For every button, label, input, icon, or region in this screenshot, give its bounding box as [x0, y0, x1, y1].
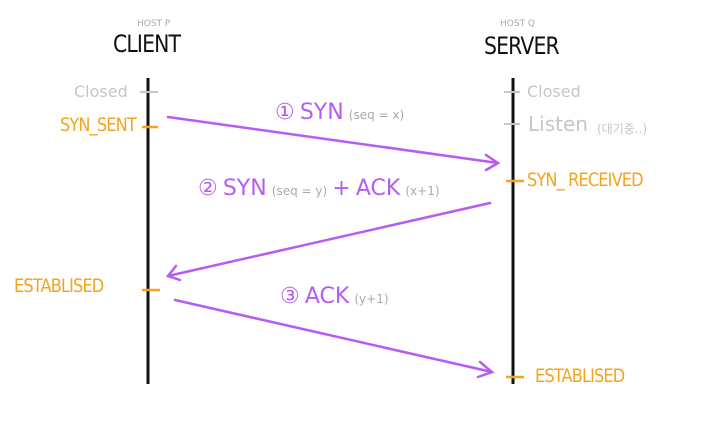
message-1-param: (seq = x) [348, 108, 405, 122]
step-2-icon: ② [198, 176, 218, 201]
server-state-established: ESTABLISED [535, 365, 625, 387]
syn-ack-arrowhead [165, 264, 182, 282]
syn-arrowhead [484, 153, 501, 172]
server-state-closed: Closed [527, 82, 581, 101]
message-2-param: (seq = y) [271, 184, 328, 198]
message-1-label: ① SYN (seq = x) [275, 100, 404, 125]
message-1-type: SYN [299, 100, 344, 125]
message-3-label: ③ ACK (y+1) [280, 284, 389, 309]
client-state-syn-sent: SYN_SENT [60, 114, 137, 136]
message-3-type: ACK [304, 284, 350, 309]
server-title: SERVER [484, 32, 560, 60]
message-2-type: SYN [222, 176, 267, 201]
message-2-type-2: ACK [355, 176, 401, 201]
syn-arrow [166, 115, 500, 165]
step-3-icon: ③ [280, 284, 300, 309]
client-state-closed: Closed [74, 82, 128, 101]
message-3-param: (y+1) [354, 292, 389, 306]
message-2-param-2: (x+1) [405, 184, 440, 198]
server-state-listen-note: (대기중..) [597, 122, 648, 136]
client-title: CLIENT [113, 30, 181, 58]
client-state-established: ESTABLISED [14, 275, 104, 297]
ack-arrowhead [476, 360, 495, 379]
server-state-syn-received: SYN_ RECEIVED [527, 169, 644, 191]
ack-arrow [173, 298, 494, 374]
message-2-plus: + [332, 176, 351, 201]
server-state-listen: Listen [528, 112, 588, 136]
server-host-label: HOST Q [500, 19, 536, 29]
syn-ack-arrow [166, 201, 492, 278]
client-host-label: HOST P [137, 19, 171, 29]
step-1-icon: ① [275, 100, 295, 125]
message-2-label: ② SYN (seq = y) + ACK (x+1) [198, 176, 440, 201]
